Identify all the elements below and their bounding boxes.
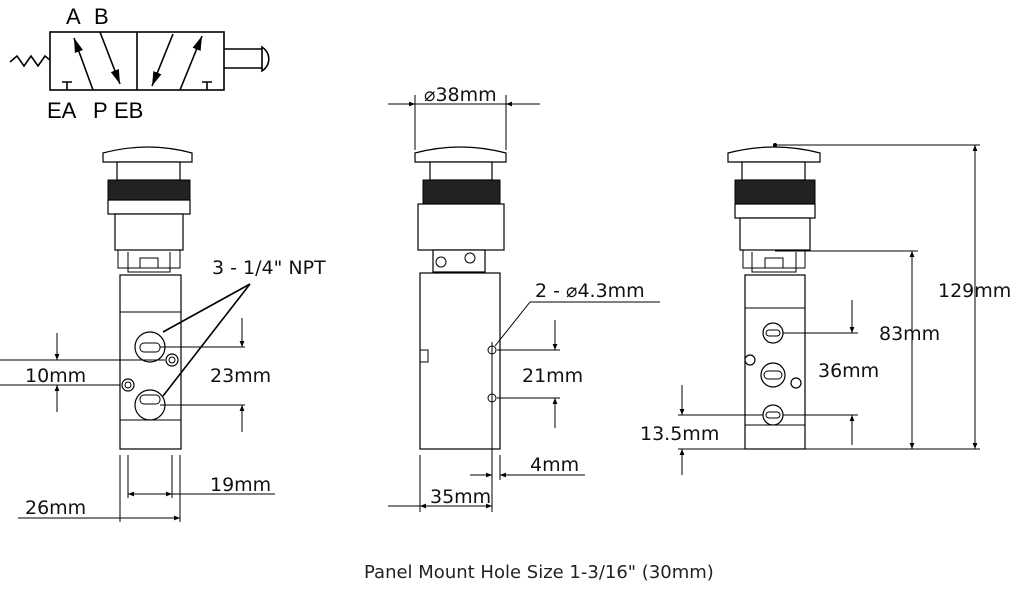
side-view: ⌀38mm 2 - ⌀4.3mm 21mm 4mm 35mm [388,84,660,512]
port-b-label: B [94,4,109,29]
dim-19mm: 19mm [210,474,271,496]
dim-83mm: 83mm [879,323,940,345]
ports-label: 3 - 1/4" NPT [212,257,326,279]
port-p-label: P [93,98,108,123]
panel-mount-caption: Panel Mount Hole Size 1-3/16" (30mm) [364,562,714,583]
dim-10mm: 10mm [25,365,86,387]
valve-symbol: A B EA P EB [9,4,270,123]
dim-21mm: 21mm [522,365,583,387]
rear-view: 129mm 83mm 36mm 13.5mm [640,143,1011,475]
dim-129mm: 129mm [938,280,1011,302]
dim-13-5mm: 13.5mm [640,423,719,445]
dim-diameter-38mm: ⌀38mm [424,84,497,106]
dim-26mm: 26mm [25,497,86,519]
dim-36mm: 36mm [818,360,879,382]
dim-35mm: 35mm [430,486,491,508]
port-ea-label: EA [47,98,77,123]
dim-23mm: 23mm [210,365,271,387]
dim-4mm: 4mm [530,454,579,476]
front-view: 3 - 1/4" NPT 10mm 23mm 19mm 26mm [0,146,326,522]
port-eb-label: EB [114,98,143,123]
holes-label: 2 - ⌀4.3mm [535,280,645,302]
port-a-label: A [66,4,81,29]
